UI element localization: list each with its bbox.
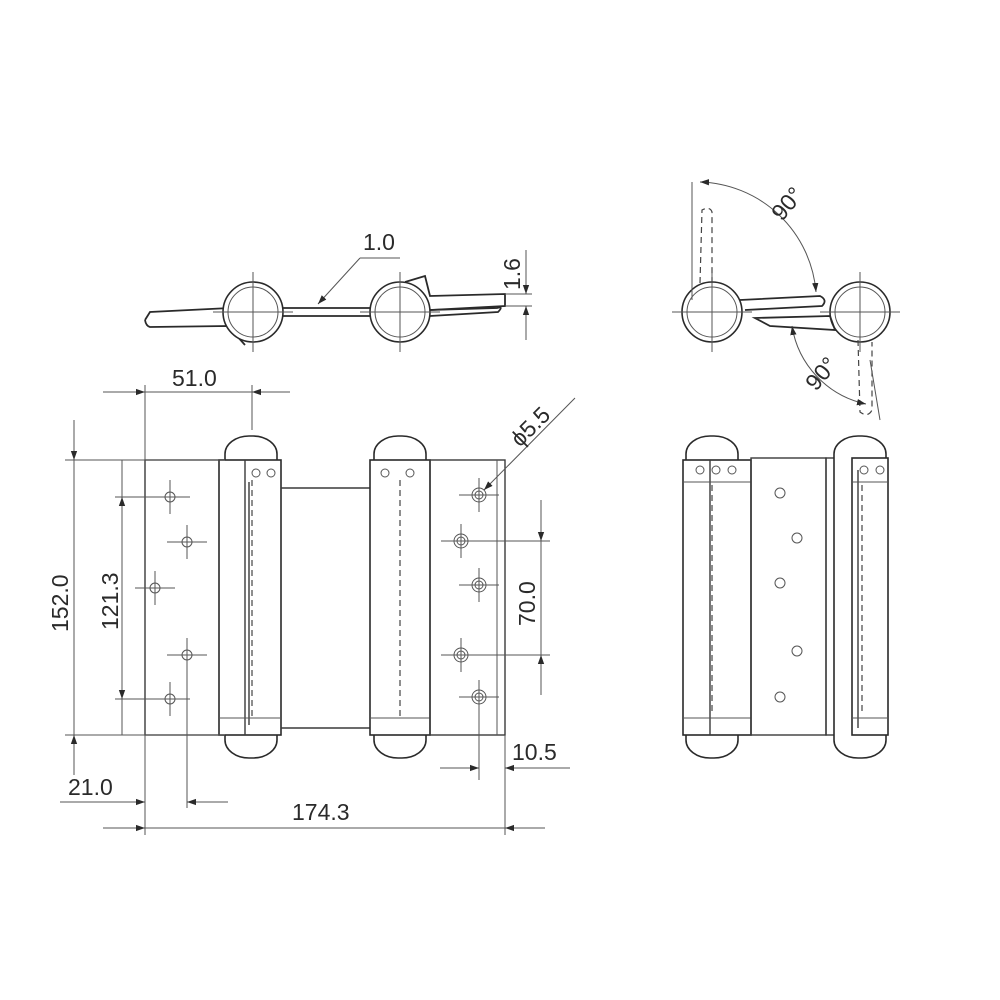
left-leaf-holes <box>135 480 207 716</box>
swing-section-view: 90° 90° <box>672 179 900 421</box>
angle-lower-swing: 90° <box>800 352 842 395</box>
front-view-dimensioned: 51.0 ϕ5.5 152.0 121.3 70.0 10.5 <box>47 365 576 835</box>
front-view-plain <box>682 435 889 759</box>
right-leaf-holes <box>441 478 499 714</box>
dim-edge-to-holes-right: 10.5 <box>512 739 557 765</box>
dim-leaf-offset: 1.6 <box>499 258 525 290</box>
dim-overall-width: 174.3 <box>292 799 350 825</box>
dim-barrel-to-holes: 51.0 <box>172 365 217 391</box>
dim-edge-to-holes-left: 21.0 <box>68 774 113 800</box>
dim-hole-pitch-left: 121.3 <box>97 572 123 630</box>
dim-hole-diameter: ϕ5.5 <box>505 401 555 451</box>
dim-overall-height: 152.0 <box>47 574 73 632</box>
dim-material-thickness: 1.0 <box>363 229 395 255</box>
center-leaf-plate <box>750 457 827 736</box>
angle-upper-swing: 90° <box>766 182 808 225</box>
left-leaf-plate <box>144 459 226 736</box>
dim-hole-pitch-right: 70.0 <box>514 581 540 626</box>
top-section-view: 1.0 1.6 <box>144 229 532 352</box>
right-leaf-plate <box>429 459 506 736</box>
